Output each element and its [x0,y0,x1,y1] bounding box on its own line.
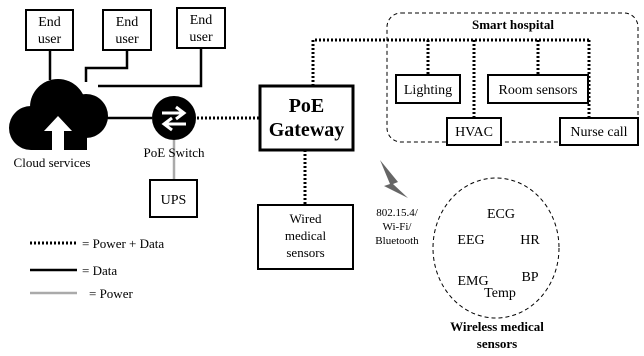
sensor-hr: HR [520,233,540,248]
wireless-sensors-region [432,177,560,319]
wireless-sensors-caption-line1: Wireless medical [450,319,544,334]
svg-text:UPS: UPS [161,193,187,208]
sensor-emg: EMG [457,274,488,289]
svg-text:sensors: sensors [286,245,324,260]
svg-text:user: user [38,32,62,47]
svg-text:user: user [189,30,213,45]
legend-data-label: = Data [82,263,117,278]
ups-box: UPS [149,179,198,218]
sensor-ecg: ECG [487,207,515,222]
svg-text:End: End [190,13,213,28]
hvac-box: HVAC [446,117,502,146]
wired-medical-sensors-box: Wired medical sensors [257,204,354,270]
wireless-protocol-line2: Wi-Fi/ [383,221,413,233]
svg-text:Wired: Wired [290,211,322,226]
lighting-box: Lighting [395,74,461,104]
data-line-user2-cloud [84,50,129,82]
svg-text:PoE: PoE [289,95,325,117]
sensor-eeg: EEG [457,233,484,248]
end-user-box-2: End user [102,9,152,51]
nurse-call-box: Nurse call [559,117,639,146]
end-user-box-1: End user [25,9,74,51]
svg-text:Nurse call: Nurse call [570,125,627,140]
svg-text:user: user [115,32,139,47]
svg-text:medical: medical [285,228,327,243]
switch-icon [152,96,196,140]
poe-gateway-box: PoE Gateway [258,84,355,152]
svg-text:Lighting: Lighting [404,83,452,98]
svg-text:End: End [38,15,61,30]
cloud-services-label: Cloud services [14,155,91,170]
power-data-line-gateway-hospital [311,38,590,86]
svg-text:End: End [116,15,139,30]
smart-hospital-title: Smart hospital [472,17,554,32]
svg-text:Gateway: Gateway [269,119,345,141]
legend-power-label: = Power [89,286,133,301]
legend-power-data-label: = Power + Data [82,236,164,251]
end-user-box-3: End user [176,7,226,49]
svg-text:Room sensors: Room sensors [499,83,578,98]
wireless-protocol-line3: Bluetooth [375,235,419,247]
svg-text:HVAC: HVAC [455,125,493,140]
data-line-user3-cloud [98,48,203,88]
wireless-sensors-caption-line2: sensors [477,336,517,351]
room-sensors-box: Room sensors [487,74,589,104]
sensor-bp: BP [521,270,538,285]
sensor-temp: Temp [484,286,516,301]
wireless-bolt-icon [380,160,408,198]
poe-switch-label: PoE Switch [143,145,205,160]
wireless-protocol-line1: 802.15.4/ [376,207,419,219]
cloud-icon [9,79,108,150]
legend: = Power + Data = Data = Power [30,236,164,301]
smart-hospital-region [386,12,639,143]
